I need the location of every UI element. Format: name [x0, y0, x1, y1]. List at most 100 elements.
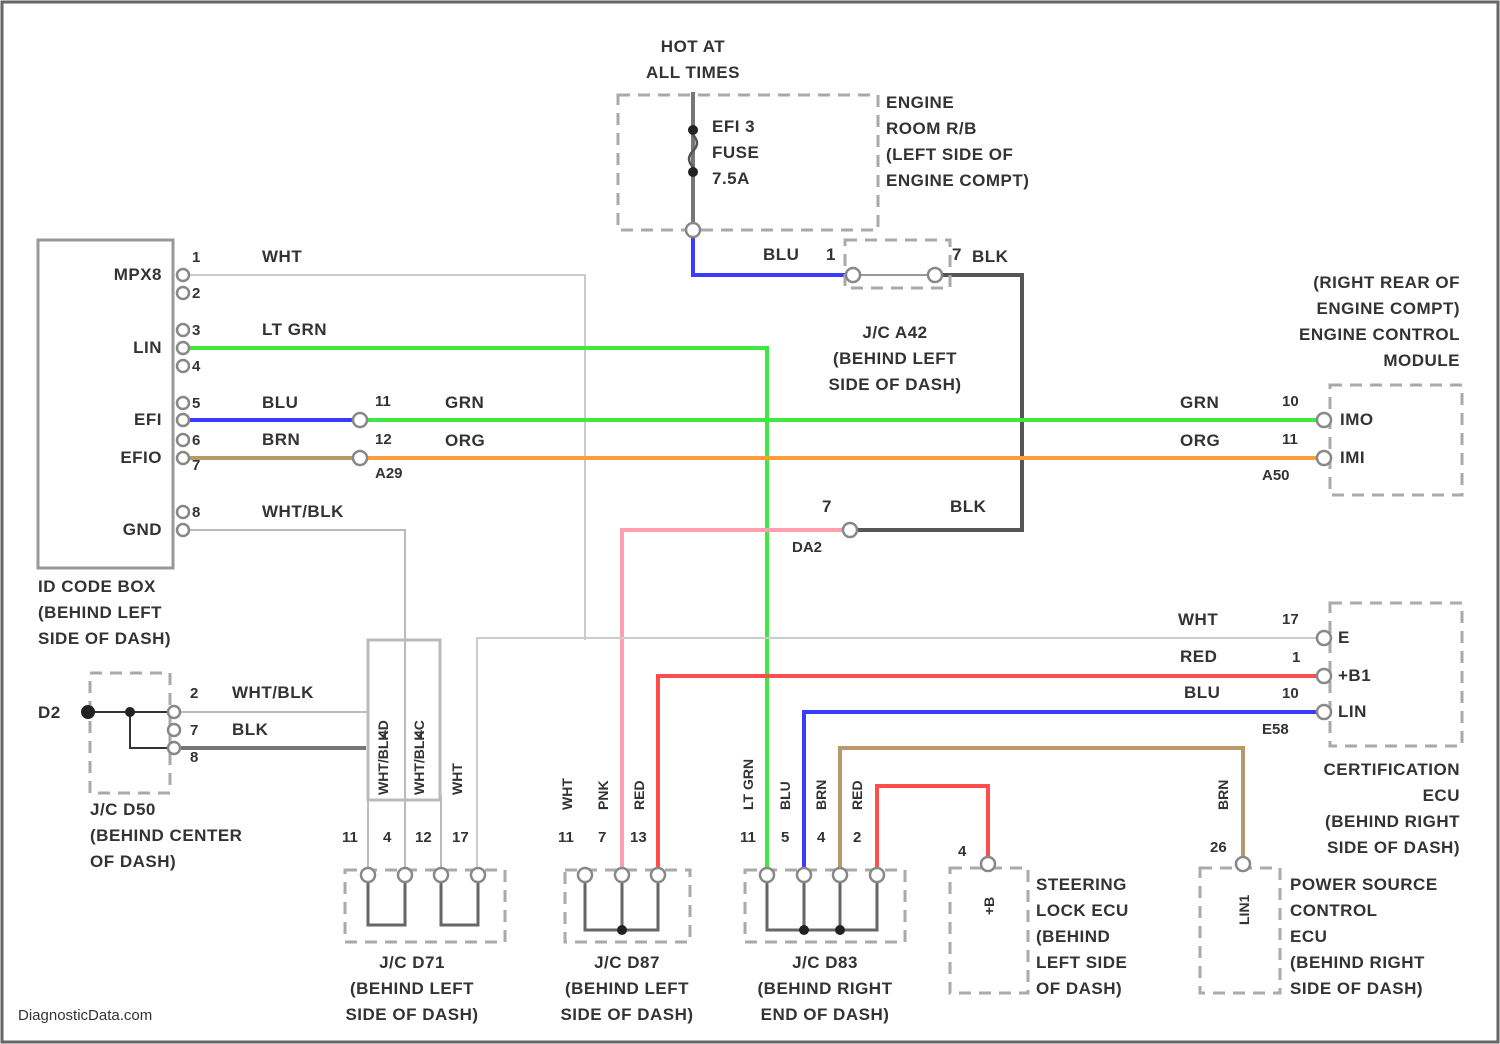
d71-pin-11: 11 [342, 829, 358, 846]
cert-loc-1: (BEHIND RIGHT [1325, 812, 1460, 831]
dlc-pin-8b [177, 524, 189, 536]
steering-loc-3: OF DASH) [1036, 979, 1122, 998]
dlc-pin-7 [177, 452, 189, 464]
da2-blk-label: BLK [950, 497, 987, 516]
cert-name-2: ECU [1423, 786, 1460, 805]
wire-blk-a42 [855, 275, 1022, 530]
fuse-rating: 7.5A [712, 169, 750, 188]
ecm-grn-label: GRN [1180, 393, 1219, 412]
fuse-name: EFI 3 [712, 117, 755, 136]
dlc-term-efi: EFI [134, 410, 162, 429]
d83-wire-ltgrn: LT GRN [740, 759, 756, 810]
ps-name-1: POWER SOURCE [1290, 875, 1438, 894]
d87-wire-red: RED [631, 780, 647, 810]
all-times-label: ALL TIMES [646, 63, 740, 82]
dlc-term-gnd: GND [123, 520, 162, 539]
dlc-pin-3 [177, 324, 189, 336]
dlc-pin-8 [177, 506, 189, 518]
ecm-pin-11 [1317, 451, 1331, 465]
d71-wire-2: WHT/BLK [411, 730, 427, 795]
d83-wire-blu: BLU [777, 781, 793, 810]
ecm-name-1: ENGINE CONTROL [1299, 325, 1460, 344]
power-source-box [1200, 868, 1280, 993]
a42-pin-7 [928, 268, 942, 282]
ecm-box [1330, 385, 1462, 495]
a29-pin-12-label: 12 [375, 431, 392, 448]
svg-text:4: 4 [192, 358, 201, 375]
d2-ground-dot [81, 705, 95, 719]
d83-name: J/C D83 [792, 953, 858, 972]
engine-rb-label-4: ENGINE COMPT) [886, 171, 1029, 190]
dlc-pin-5b [177, 414, 189, 426]
a42-pin-1 [846, 268, 860, 282]
ps-name-2: CONTROL [1290, 901, 1378, 920]
d87-pin-7: 7 [598, 829, 606, 846]
d87-loc-1: (BEHIND LEFT [565, 979, 689, 998]
svg-text:7: 7 [192, 457, 200, 474]
d71-loc-1: (BEHIND LEFT [350, 979, 474, 998]
cert-blu-label: BLU [1184, 683, 1220, 702]
d50-pin2-label: 2 [190, 685, 198, 702]
d83-pin-5: 5 [781, 829, 789, 846]
d87-name: J/C D87 [594, 953, 660, 972]
watermark: DiagnosticData.com [18, 1007, 152, 1024]
d87-pin-11: 11 [558, 829, 574, 846]
cert-term-e: E [1338, 628, 1350, 647]
dlc-pin-1 [177, 269, 189, 281]
cert-pin-10 [1317, 705, 1331, 719]
cert-connector-label: E58 [1262, 721, 1289, 738]
svg-text:2: 2 [192, 285, 200, 302]
d50-splice [125, 707, 135, 717]
ecm-pin10-label: 10 [1282, 393, 1299, 410]
d71-wire-3: WHT [449, 763, 465, 795]
ecm-name-2: MODULE [1383, 351, 1460, 370]
cert-pin10-label: 10 [1282, 685, 1299, 702]
dlc-term-mpx8: MPX8 [114, 265, 162, 284]
steering-term: +B [981, 897, 997, 915]
steering-loc-2: LEFT SIDE [1036, 953, 1127, 972]
d50-pin7-label: 7 [190, 722, 198, 739]
ps-pin-26 [1236, 857, 1250, 871]
d71-pin-17: 17 [452, 829, 469, 846]
dlc-pin-numbers: 1 2 3 4 5 6 7 8 [192, 249, 201, 521]
d50-loc-2: OF DASH) [90, 852, 176, 871]
wire-brn-ps [840, 748, 1243, 870]
cert-wht-label: WHT [1178, 610, 1218, 629]
d87-wire-wht: WHT [559, 778, 575, 810]
d71-conn-4d: 4D [375, 720, 391, 738]
a42-blk-label: BLK [972, 247, 1009, 266]
cert-pin1-label: 1 [1292, 649, 1300, 666]
d50-blk-label: BLK [232, 720, 269, 739]
dlc-pin-6 [177, 434, 189, 446]
d83-pin-11: 11 [740, 829, 756, 846]
d50-loc-1: (BEHIND CENTER [90, 826, 242, 845]
dlc-term-lin: LIN [133, 338, 162, 357]
fuse-terminal-bottom [688, 167, 698, 177]
id-code-box-pins [177, 269, 189, 536]
cert-pin17-label: 17 [1282, 611, 1299, 628]
wire-label-ltgrn: LT GRN [262, 320, 327, 339]
wire-pnk-da2 [622, 530, 845, 870]
fuse-out-pin [686, 223, 700, 237]
steering-pin-label: 4 [958, 843, 967, 860]
a42-loc-2: SIDE OF DASH) [828, 375, 961, 394]
d83-loc-2: END OF DASH) [761, 1005, 890, 1024]
svg-text:1: 1 [192, 249, 200, 266]
da2-pin-label: 7 [822, 497, 832, 516]
a29-connector-label: A29 [375, 465, 403, 482]
d83-pin-4: 4 [817, 829, 826, 846]
wire-label-brn: BRN [262, 430, 300, 449]
engine-rb-label-2: ROOM R/B [886, 119, 977, 138]
dlc-pin-2 [177, 287, 189, 299]
d50-pin-8 [168, 742, 180, 754]
d50-name: J/C D50 [90, 800, 156, 819]
d71-name: J/C D71 [379, 953, 445, 972]
cert-term-lin: LIN [1338, 702, 1367, 721]
a42-pin7-label: 7 [952, 245, 962, 264]
svg-text:3: 3 [192, 322, 200, 339]
engine-rb-label-1: ENGINE [886, 93, 954, 112]
id-code-box-loc-1: (BEHIND LEFT [38, 603, 162, 622]
id-code-box-name: ID CODE BOX [38, 577, 156, 596]
ecm-term-imo: IMO [1340, 410, 1374, 429]
cert-loc-2: SIDE OF DASH) [1327, 838, 1460, 857]
